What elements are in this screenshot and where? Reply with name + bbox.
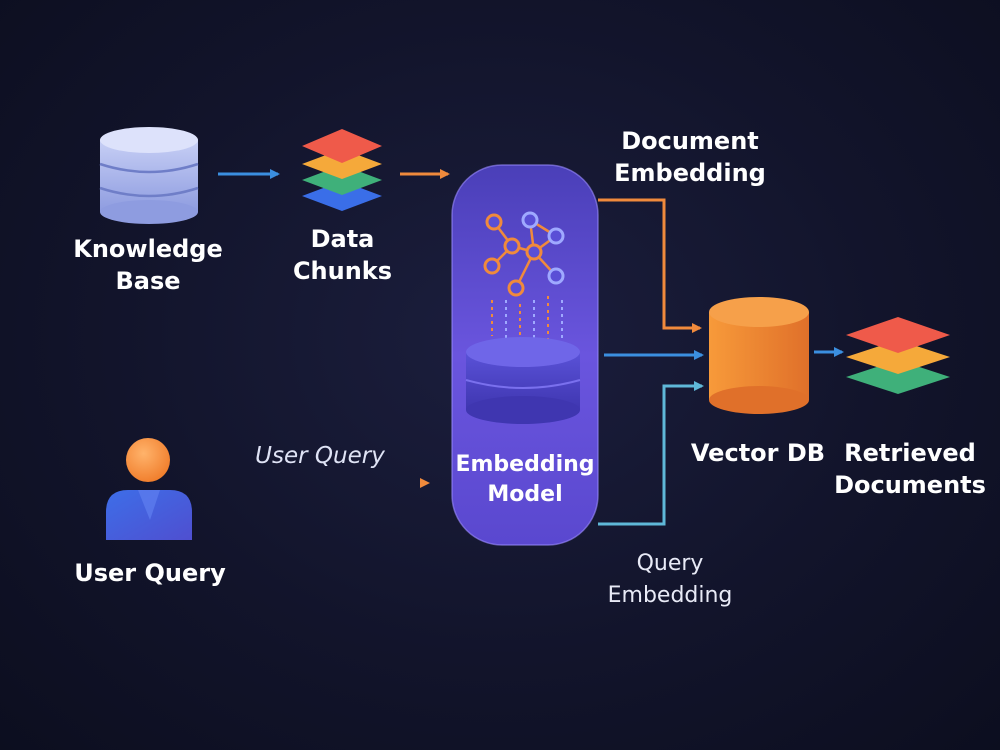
retrieved-documents-line1: Retrieved [844, 439, 976, 467]
data-chunks-label: Data Chunks [270, 223, 415, 287]
document-embedding-line2: Embedding [614, 159, 766, 187]
document-embedding-line1: Document [621, 127, 759, 155]
query-embedding-line2: Embedding [607, 583, 733, 608]
knowledge-base-label: Knowledge Base [62, 233, 234, 297]
vector-db-icon [709, 297, 809, 414]
retrieved-documents-line2: Documents [834, 471, 986, 499]
knowledge-base-line1: Knowledge [73, 235, 223, 263]
data-chunks-line2: Chunks [292, 257, 393, 285]
data-chunks-line1: Data [310, 225, 375, 253]
layers-icon [302, 129, 382, 211]
neural-network-icon [483, 211, 565, 340]
user-icon [106, 438, 192, 540]
model-database-icon [465, 337, 581, 424]
knowledge-base-line2: Base [115, 267, 181, 295]
database-icon [99, 127, 199, 224]
user-query-arrow-label: User Query [255, 443, 385, 469]
query-embedding-line1: Query [636, 551, 704, 576]
retrieved-documents-label: Retrieved Documents [830, 437, 990, 501]
query-embedding-label: Query Embedding [585, 548, 755, 612]
user-query-label: User Query [74, 559, 226, 587]
arrow-document-embedding [598, 198, 702, 333]
retrieved-layers-icon [846, 317, 950, 394]
document-embedding-label: Document Embedding [600, 125, 780, 189]
embedding-model-line1: Embedding [455, 452, 595, 477]
arrow-query-embedding [598, 381, 704, 526]
embedding-model-line2: Model [487, 482, 563, 507]
vector-db-label: Vector DB [690, 439, 826, 467]
embedding-model-label: Embedding Model [452, 450, 598, 510]
